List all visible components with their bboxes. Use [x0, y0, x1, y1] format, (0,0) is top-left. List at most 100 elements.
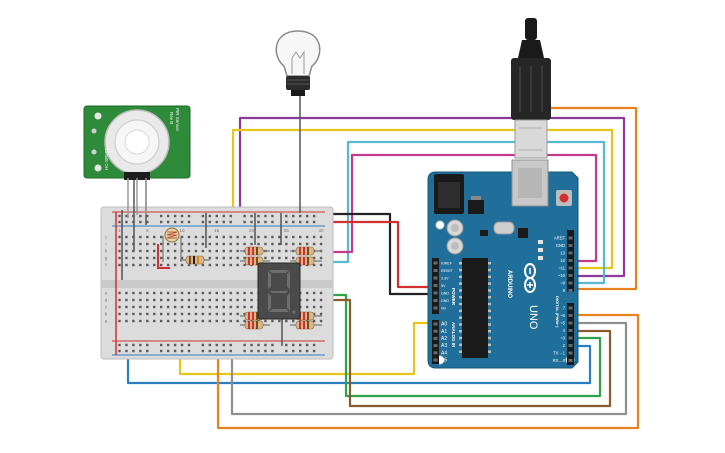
- bb-hole: [312, 291, 316, 295]
- wire-green-d3[interactable]: [320, 293, 602, 398]
- bb-row-letter: f: [105, 263, 107, 268]
- wire-cyan-d10[interactable]: [325, 140, 606, 285]
- wire-yellow-d12[interactable]: [231, 128, 614, 270]
- bb-hole: [132, 312, 135, 316]
- bb-hole: [208, 263, 212, 267]
- bb-rail-hole: [285, 343, 288, 347]
- arduino-uno[interactable]: ARDUINO UNO POWER ANALOG IN DIGITAL (PWM…: [427, 159, 579, 369]
- wire-brown-d4[interactable]: [322, 298, 612, 408]
- bb-rail-hole: [299, 349, 302, 353]
- resistor-lower-left-2[interactable]: [240, 320, 270, 330]
- bb-rail-hole: [160, 214, 163, 218]
- resistor-upper-right[interactable]: [290, 246, 322, 256]
- resistor-upper-right-2[interactable]: [290, 256, 322, 266]
- bb-hole: [118, 242, 121, 246]
- bb-hole: [139, 319, 142, 323]
- bb-rail-hole: [208, 349, 212, 353]
- bb-hole: [292, 319, 295, 323]
- digital-header-bottom: [567, 303, 574, 365]
- bb-rail-hole: [166, 349, 170, 353]
- photoresistor[interactable]: [162, 227, 182, 262]
- bb-rail-hole: [292, 343, 295, 347]
- bb-row-letter: e: [105, 291, 108, 296]
- bb-rail-hole: [292, 214, 295, 218]
- bb-hole: [118, 249, 121, 253]
- bb-hole: [208, 312, 212, 316]
- bb-hole: [194, 312, 198, 316]
- bb-hole: [173, 312, 177, 316]
- bb-hole: [201, 235, 205, 239]
- arduino-pin-label: Vin: [441, 307, 446, 311]
- bb-col-number: 5: [146, 228, 149, 233]
- bb-hole: [201, 263, 205, 267]
- light-bulb[interactable]: [275, 30, 321, 96]
- bb-hole: [125, 319, 128, 323]
- bb-rail-hole: [229, 349, 232, 353]
- resistor-upper-left[interactable]: [240, 246, 270, 256]
- bb-rail-hole: [229, 220, 232, 224]
- bb-hole: [243, 242, 246, 246]
- bb-hole: [229, 256, 232, 260]
- bb-hole: [125, 256, 128, 260]
- arduino-pin-label: ~10: [558, 273, 566, 278]
- bb-hole: [236, 312, 239, 316]
- bb-hole: [229, 249, 232, 253]
- arduino-pin-label: 13: [560, 251, 565, 256]
- seven-segment-display[interactable]: [257, 262, 301, 320]
- resistor-lower-right-2[interactable]: [290, 320, 322, 330]
- bb-hole: [264, 256, 267, 260]
- bb-rail-hole: [243, 343, 246, 347]
- arduino-pin-label: AREF: [554, 236, 566, 241]
- bb-hole: [180, 298, 184, 302]
- bb-rail-hole: [166, 214, 170, 218]
- bb-hole: [125, 312, 128, 316]
- bb-hole: [201, 319, 205, 323]
- arduino-pin-label: ~5: [560, 321, 565, 326]
- bb-hole: [118, 263, 121, 267]
- arduino-pin-label: GND: [556, 243, 565, 248]
- bb-hole: [132, 291, 135, 295]
- wire-black-gnd[interactable]: [326, 212, 432, 296]
- bb-hole: [146, 256, 149, 260]
- bb-hole: [208, 249, 212, 253]
- usb-cable[interactable]: [511, 18, 551, 159]
- bb-rail-hole: [312, 214, 316, 218]
- bb-hole: [201, 312, 205, 316]
- arduino-pin-label: TX→1: [553, 351, 566, 356]
- bb-hole: [139, 263, 142, 267]
- resistor-ldr[interactable]: [180, 255, 210, 265]
- bulb-filament: [291, 50, 305, 74]
- wire-magenta-d13[interactable]: [318, 153, 598, 263]
- wire-red-5v[interactable]: [326, 220, 432, 289]
- bb-rail-hole: [264, 343, 267, 347]
- bb-rail-hole: [264, 214, 267, 218]
- bb-hole: [222, 256, 225, 260]
- bb-hole: [153, 298, 156, 302]
- bb-hole: [187, 235, 191, 239]
- bb-rail-hole: [160, 220, 163, 224]
- bb-hole: [215, 242, 218, 246]
- bb-col-number: 10: [180, 228, 186, 233]
- bb-hole: [180, 242, 184, 246]
- bb-hole: [319, 319, 323, 323]
- bb-hole: [160, 263, 163, 267]
- pir-text-right-2: Rev B: [169, 112, 174, 124]
- bb-hole: [299, 242, 302, 246]
- arduino-pin-label: A5: [441, 358, 447, 364]
- bb-rail-hole: [250, 220, 253, 224]
- bb-hole: [132, 256, 135, 260]
- bb-hole: [187, 242, 191, 246]
- wire-red-ldr[interactable]: [157, 244, 170, 269]
- bb-hole: [118, 305, 121, 309]
- pir-sensor[interactable]: HC-SR501 PIR Sensor Rev B: [83, 105, 191, 218]
- bb-hole: [215, 305, 218, 309]
- bb-hole: [187, 263, 191, 267]
- bb-hole: [305, 242, 309, 246]
- analog-header-text: ANALOG IN: [451, 322, 456, 347]
- bb-rail-hole: [215, 220, 218, 224]
- bb-rail-hole: [118, 220, 121, 224]
- bb-rail-hole: [215, 349, 218, 353]
- bb-hole: [236, 242, 239, 246]
- bb-hole: [194, 249, 198, 253]
- bb-rail-hole: [180, 349, 184, 353]
